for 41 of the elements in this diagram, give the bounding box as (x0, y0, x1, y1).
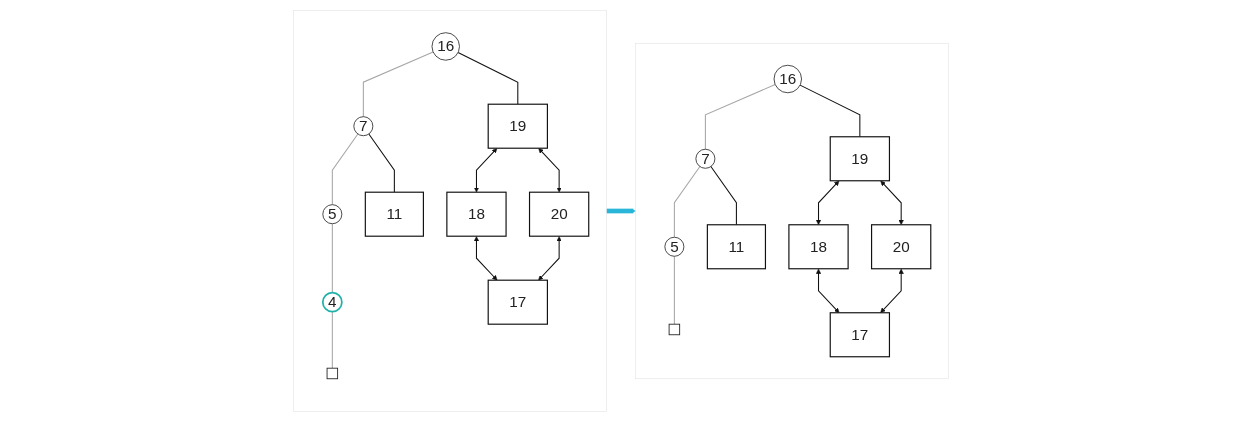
node-circle: 16 (773, 64, 802, 93)
connector (331, 310, 333, 369)
node-box: 11 (364, 191, 424, 237)
arrow (606, 207, 636, 214)
node-box: 19 (487, 103, 548, 149)
node-box (668, 323, 681, 335)
connector (331, 222, 333, 293)
arrow (880, 180, 904, 225)
connector (673, 165, 701, 238)
node-circle: 16 (431, 31, 460, 61)
node-box: 20 (871, 223, 932, 269)
node-box (326, 367, 339, 379)
node-box: 17 (829, 311, 891, 357)
cluster (293, 9, 607, 412)
node-box: 18 (446, 191, 507, 237)
connector (368, 132, 395, 193)
arrow (538, 235, 562, 280)
arrow (815, 268, 840, 313)
arrow (473, 147, 498, 192)
node-box: 11 (706, 223, 767, 269)
node-box: 17 (487, 279, 548, 325)
connector (362, 50, 434, 117)
arrow (815, 180, 840, 225)
node-box: 18 (788, 223, 849, 269)
node-circle: 7 (353, 115, 374, 136)
node-box: 19 (829, 135, 891, 181)
connector (704, 83, 776, 150)
node-circle: 5 (664, 236, 685, 257)
connector (710, 165, 737, 225)
connector (331, 132, 359, 205)
node-circle: 7 (695, 148, 716, 169)
arrow (473, 235, 498, 280)
cluster (635, 42, 949, 379)
arrow (538, 147, 562, 192)
connector (457, 51, 519, 105)
connector (799, 84, 861, 137)
connector (673, 255, 675, 325)
node-box: 20 (528, 191, 590, 237)
arrow (880, 268, 904, 313)
node-circle: 5 (322, 203, 343, 224)
node-circle: 4 (321, 291, 343, 313)
